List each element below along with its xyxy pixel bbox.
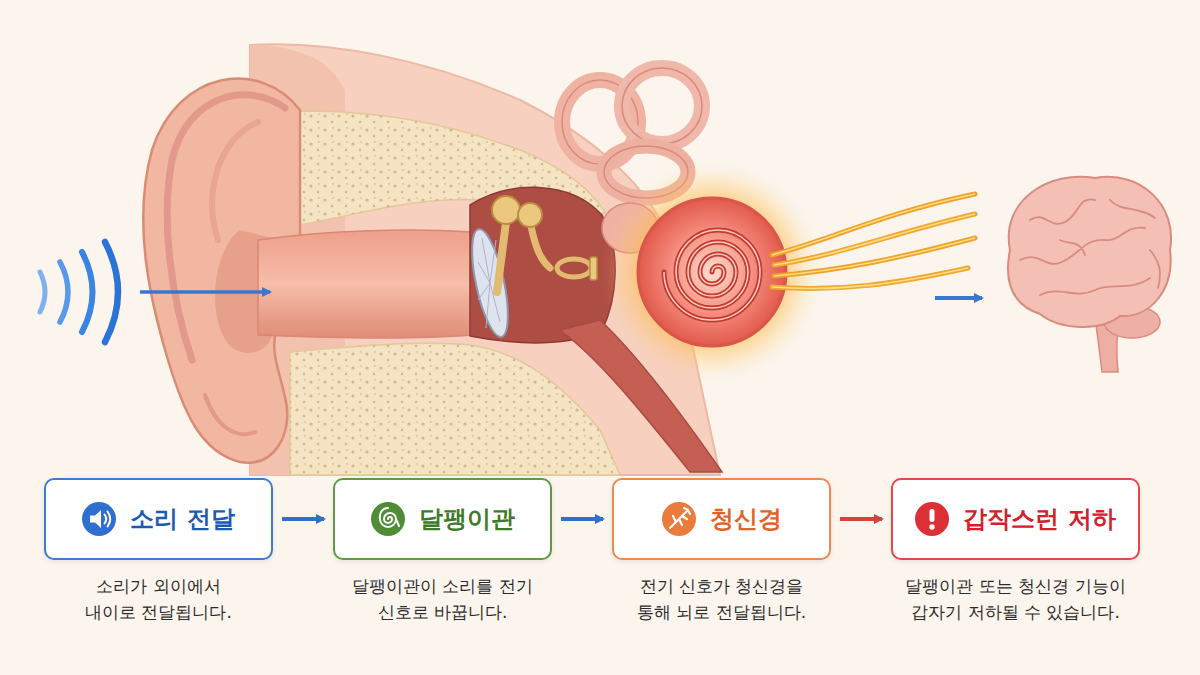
step-icon [371, 502, 405, 536]
icon-circle [82, 502, 116, 536]
ossicles-part [497, 222, 506, 292]
ear-canal-part [258, 230, 472, 338]
step-icon-part [379, 508, 398, 526]
ossicles-part [492, 196, 520, 224]
step-icon-part [105, 512, 111, 527]
outer-ear-part [205, 395, 255, 434]
icon-circle [371, 502, 405, 536]
sound-waves-part [105, 242, 118, 342]
icon-circle [662, 502, 696, 536]
flow-arrow [561, 517, 603, 521]
auditory-nerve-part [772, 194, 975, 288]
flow-arrow [282, 517, 324, 521]
step-node: 소리 전달소리가 외이에서 내이로 전달됩니다. [44, 478, 273, 625]
ossicles-part [590, 257, 597, 280]
temporal-bone-part [290, 343, 620, 475]
ossicles-part [531, 226, 550, 268]
step-description: 달팽이관 또는 청신경 기능이 갑자기 저하될 수 있습니다. [885, 574, 1147, 625]
brain [1008, 177, 1171, 372]
semicircular-canals-part [622, 68, 702, 144]
step-icon [915, 502, 949, 536]
cochlea-part [664, 230, 760, 320]
sound-waves [40, 242, 118, 342]
step-description: 소리가 외이에서 내이로 전달됩니다. [69, 574, 249, 625]
outer-ear-part [212, 122, 258, 240]
ossicles-part [518, 203, 542, 227]
step-icon-part [930, 509, 935, 522]
step-heading: 청신경 [710, 505, 782, 534]
step-box: 청신경 [612, 478, 831, 560]
sound-waves-part [82, 252, 93, 332]
step-description: 전기 신호가 청신경을 통해 뇌로 전달됩니다. [622, 574, 822, 625]
eardrum-part [465, 226, 515, 339]
step-description: 달팽이관이 소리를 전기 신호로 바꿉니다. [343, 574, 543, 625]
step-node: 달팽이관달팽이관이 소리를 전기 신호로 바꿉니다. [333, 478, 552, 625]
flow-arrow [840, 517, 882, 521]
cochlea-part [606, 166, 818, 378]
step-icon [662, 502, 696, 536]
step-heading: 갑작스런 저하 [963, 505, 1115, 534]
auditory-nerve [772, 194, 975, 288]
icon-circle [915, 502, 949, 536]
ossicles [492, 196, 597, 292]
cochlea-part [664, 230, 760, 320]
auditory-nerve-part [774, 238, 975, 276]
eardrum [465, 226, 515, 339]
ear-canal [258, 230, 472, 338]
temporal-bone-part [290, 343, 620, 475]
step-heading: 소리 전달 [130, 505, 234, 534]
step-icon-part [930, 524, 935, 529]
step-node: 갑작스런 저하달팽이관 또는 청신경 기능이 갑자기 저하될 수 있습니다. [891, 478, 1140, 625]
cochlea [606, 166, 818, 378]
sound-arrow-part [935, 296, 982, 300]
step-icon-part [380, 513, 396, 527]
step-icon-part [670, 508, 690, 528]
sound-arrow-part [140, 290, 270, 294]
step-node: 청신경전기 신호가 청신경을 통해 뇌로 전달됩니다. [612, 478, 831, 625]
step-icon [82, 502, 116, 536]
sound-arrow [140, 292, 982, 298]
ossicles-part [557, 259, 591, 277]
sound-waves-part [60, 262, 68, 322]
cochlea-part [638, 198, 786, 346]
step-box: 갑작스런 저하 [891, 478, 1140, 560]
step-box: 달팽이관 [333, 478, 552, 560]
sound-waves-part [40, 272, 45, 312]
brain-part [1008, 177, 1171, 327]
step-icon-part [90, 510, 101, 528]
step-box: 소리 전달 [44, 478, 273, 560]
step-heading: 달팽이관 [419, 505, 515, 534]
semicircular-canals-part [622, 68, 702, 144]
brain-part [1020, 199, 1160, 295]
